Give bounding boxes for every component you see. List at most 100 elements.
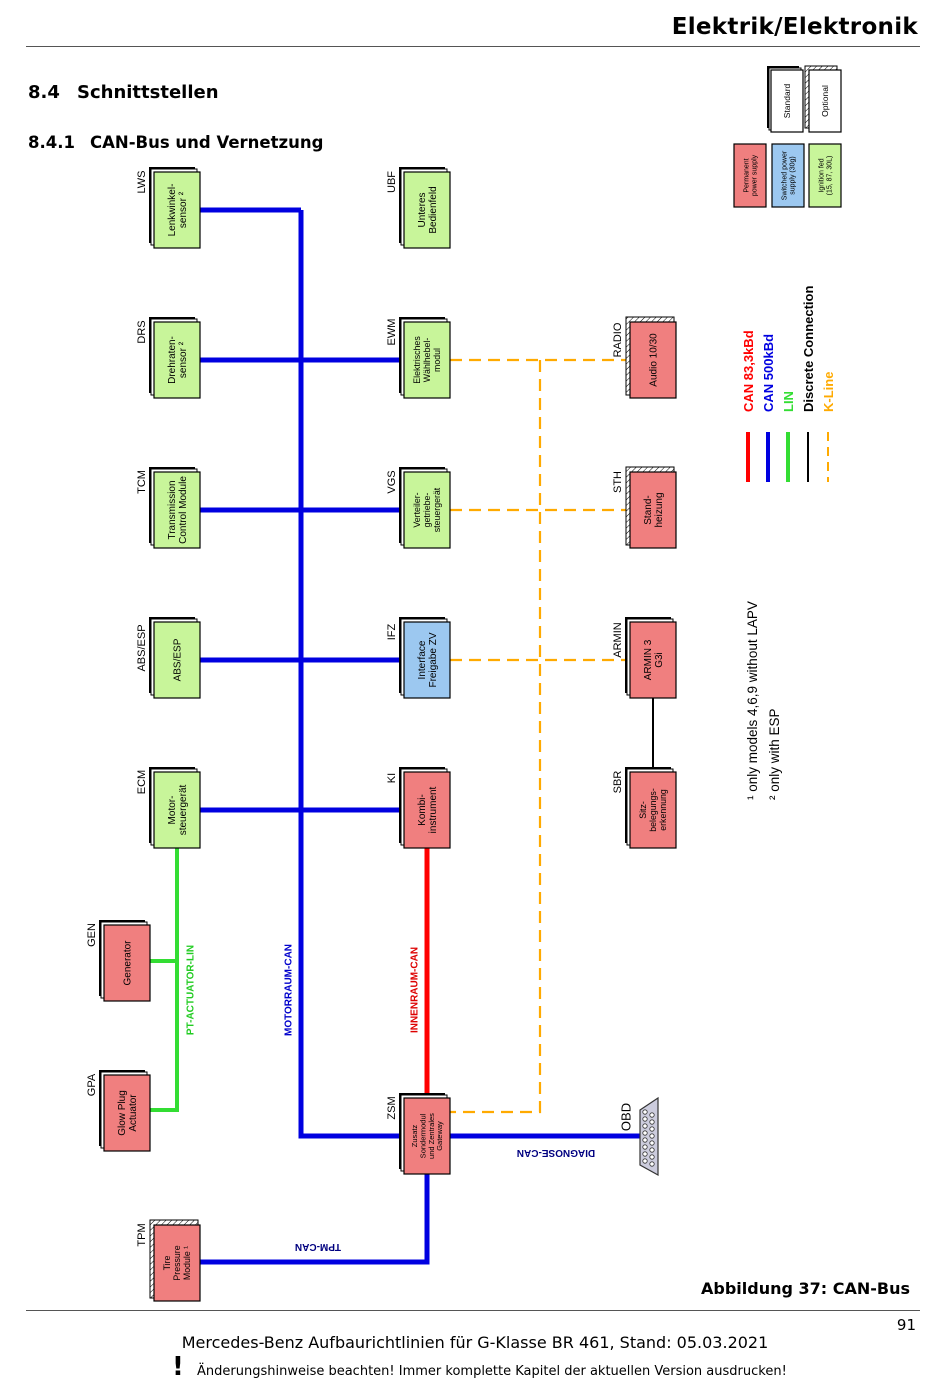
legend-label: Permanentpower supply bbox=[744, 154, 759, 196]
module-label: Verteiler-getriebe-steuergerät bbox=[412, 487, 442, 532]
obd-pin bbox=[649, 1161, 655, 1167]
module-label: Drehraten-sensor ² bbox=[167, 336, 189, 384]
module-box bbox=[403, 1097, 451, 1175]
module-label: Kombi-instrument bbox=[417, 786, 439, 833]
legend-line-can-83-3kbd: CAN 83,3kBd bbox=[741, 330, 756, 482]
obd-pin bbox=[649, 1147, 655, 1153]
module-box bbox=[629, 771, 677, 849]
legend-label: Optional bbox=[820, 85, 830, 117]
lin-wire bbox=[150, 848, 179, 1112]
module-gen: Generator GEN bbox=[86, 920, 151, 1002]
module-box bbox=[153, 321, 201, 399]
module-box bbox=[403, 771, 451, 849]
legend-box bbox=[770, 69, 804, 133]
obd-pin bbox=[642, 1116, 648, 1122]
legend-line-discrete-connection: Discrete Connection bbox=[801, 286, 816, 482]
legend-line-k-line: K-Line bbox=[821, 372, 836, 482]
module-label: Lenkwinkel-sensor ² bbox=[167, 184, 189, 237]
tpm-can-wire bbox=[200, 1174, 430, 1265]
diagnose-can-label: DIAGNOSE-CAN bbox=[517, 1147, 595, 1158]
obd-pin bbox=[649, 1112, 655, 1118]
header-divider bbox=[26, 46, 920, 47]
footnote: ² only with ESP bbox=[767, 708, 782, 800]
module-label: ARMIN 3G3i bbox=[643, 639, 665, 680]
module-ki: Kombi-instrument KI bbox=[386, 767, 451, 849]
module-label: ElektrischesWählhebel-modul bbox=[412, 336, 442, 384]
obd-pin bbox=[642, 1151, 648, 1157]
module-ubf: UnteresBedienfeld UBF bbox=[386, 167, 451, 249]
legend-line-lin: LIN bbox=[781, 391, 796, 482]
module-box bbox=[629, 321, 677, 399]
can-500-wire bbox=[298, 210, 404, 1139]
legend-label: Switched powersupply (30g) bbox=[782, 150, 797, 200]
legend-permanent-power: Permanentpower supply bbox=[733, 143, 767, 208]
obd-pin bbox=[642, 1158, 648, 1164]
legend-box bbox=[733, 143, 767, 208]
module-label: ZusatzSondermodulund ZentralesGateway bbox=[410, 1113, 444, 1159]
innenraum-can-label: INNENRAUM-CAN bbox=[410, 947, 421, 1033]
module-id: TPM bbox=[136, 1223, 148, 1246]
module-box bbox=[403, 171, 451, 249]
module-sth: Stand-heizung STH bbox=[612, 466, 677, 549]
module-id: ECM bbox=[136, 770, 148, 794]
legend-standard: Standard bbox=[767, 66, 804, 133]
module-label: Generator bbox=[123, 940, 134, 986]
page-number: 91 bbox=[896, 1316, 916, 1334]
obd-shell bbox=[639, 1096, 659, 1177]
legend-box bbox=[808, 143, 842, 208]
module-box bbox=[103, 1074, 151, 1152]
module-label: Glow PlugActuator bbox=[117, 1090, 139, 1136]
module-id: DRS bbox=[136, 320, 148, 343]
module-id: ABS/ESP bbox=[136, 624, 148, 671]
obd-pin bbox=[649, 1126, 655, 1132]
tpm-can-label: TPM-CAN bbox=[295, 1241, 341, 1252]
module-id: STH bbox=[612, 471, 624, 493]
motorraum-can-label: MOTORRAUM-CAN bbox=[284, 944, 295, 1036]
module-id: KI bbox=[386, 773, 398, 783]
module-id: IFZ bbox=[386, 623, 398, 640]
module-vgs: Verteiler-getriebe-steuergerät VGS bbox=[386, 467, 451, 549]
module-id: TCM bbox=[136, 470, 148, 494]
module-ifz: InterfaceFreigabe ZV IFZ bbox=[386, 617, 451, 699]
module-id: UBF bbox=[386, 171, 398, 193]
obd-pin bbox=[649, 1140, 655, 1146]
module-id: RADIO bbox=[612, 322, 624, 357]
module-id: ZSM bbox=[386, 1096, 398, 1119]
obd-pin bbox=[642, 1144, 648, 1150]
module-label: Motor-steuergerät bbox=[167, 784, 189, 835]
module-drs: Drehraten-sensor ² DRS bbox=[136, 317, 201, 399]
legend-ignition-fed: Ignition fed(15, 87, 30L) bbox=[808, 143, 842, 208]
module-label: Stand-heizung bbox=[643, 492, 665, 527]
module-label: TirePressureModule ¹ bbox=[162, 1245, 192, 1280]
footer-warning-text: Änderungshinweise beachten! Immer komple… bbox=[197, 1364, 787, 1379]
module-box bbox=[153, 471, 201, 549]
module-box bbox=[103, 924, 151, 1002]
module-id: GPA bbox=[86, 1073, 98, 1096]
figure-caption: Abbildung 37: CAN-Bus bbox=[700, 1279, 910, 1298]
legend-line-can-500kbd: CAN 500kBd bbox=[761, 334, 776, 482]
module-id: SBR bbox=[612, 771, 624, 794]
obd-connector: OBD bbox=[619, 1096, 659, 1177]
module-ecm: Motor-steuergerät ECM bbox=[136, 767, 201, 849]
pt-actuator-lin-label: PT-ACTUATOR-LIN bbox=[186, 945, 197, 1035]
section-title: Schnittstellen bbox=[77, 82, 219, 103]
obd-pin bbox=[649, 1154, 655, 1160]
section-number: 8.4 bbox=[28, 82, 60, 103]
module-label: InterfaceFreigabe ZV bbox=[417, 632, 439, 687]
obd-label: OBD bbox=[619, 1103, 634, 1131]
module-id: GEN bbox=[86, 923, 98, 947]
legend-switched-power: Switched powersupply (30g) bbox=[771, 143, 805, 208]
module-zsm: ZusatzSondermodulund ZentralesGateway ZSM bbox=[386, 1093, 451, 1175]
module-id: VGS bbox=[386, 470, 398, 493]
module-label: UnteresBedienfeld bbox=[417, 186, 439, 233]
module-box bbox=[153, 771, 201, 849]
module-box bbox=[403, 621, 451, 699]
legend-label: Standard bbox=[782, 83, 792, 118]
subsection-number: 8.4.1 bbox=[28, 133, 75, 152]
legend-line-text: K-Line bbox=[821, 372, 836, 412]
module-box bbox=[403, 321, 451, 399]
